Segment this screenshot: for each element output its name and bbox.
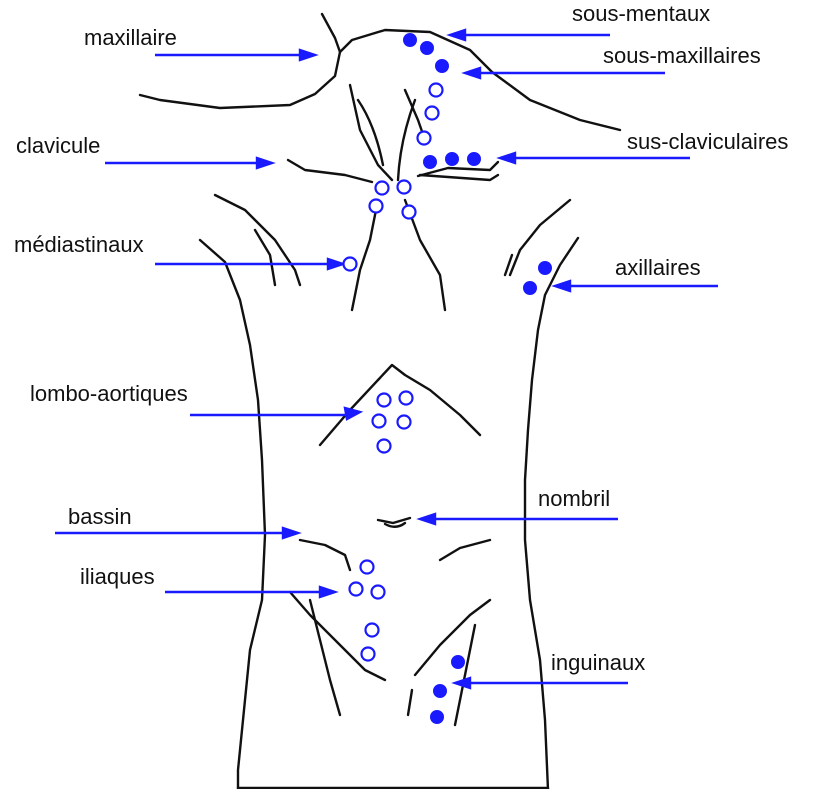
arrow-axillaires-head bbox=[555, 281, 570, 291]
label-clavicule: clavicule bbox=[16, 134, 100, 158]
node-sous-mentaux-1 bbox=[404, 34, 417, 47]
label-axillaires: axillaires bbox=[615, 256, 701, 280]
deep-nodes bbox=[344, 84, 443, 661]
label-iliaques: iliaques bbox=[80, 565, 155, 589]
right-iliac-crest bbox=[440, 540, 490, 560]
node-lombo-aortique-1 bbox=[378, 394, 391, 407]
left-iliac-crest bbox=[300, 540, 350, 570]
right-clavicle-underline bbox=[420, 175, 498, 180]
node-lombo-aortique-2 bbox=[400, 392, 413, 405]
node-cervical-3 bbox=[418, 132, 431, 145]
label-sous-maxillaires: sous-maxillaires bbox=[603, 44, 761, 68]
label-sus-claviculaires: sus-claviculaires bbox=[627, 130, 788, 154]
neck-line-left bbox=[350, 85, 392, 180]
node-sus-claviculaire-3 bbox=[468, 153, 481, 166]
left-torso-side bbox=[200, 240, 265, 789]
node-mediastinal-1 bbox=[376, 182, 389, 195]
node-sus-claviculaire-2 bbox=[446, 153, 459, 166]
node-axillaire-1 bbox=[539, 262, 552, 275]
arrow-sous-maxillaires-head bbox=[465, 68, 480, 78]
node-lombo-aortique-5 bbox=[378, 440, 391, 453]
node-sous-maxillaire-1 bbox=[436, 60, 449, 73]
node-iliaque-4 bbox=[366, 624, 379, 637]
arrow-nombril-head bbox=[420, 514, 435, 524]
node-sous-mentaux-2 bbox=[421, 42, 434, 55]
node-inguinal-2 bbox=[434, 685, 447, 698]
arrow-clavicule-head bbox=[257, 158, 272, 168]
pubic-tick bbox=[408, 690, 412, 715]
label-bassin: bassin bbox=[68, 505, 132, 529]
arrow-iliaques-head bbox=[320, 587, 335, 597]
node-inguinal-1 bbox=[452, 656, 465, 669]
node-cervical-1 bbox=[430, 84, 443, 97]
neck-muscle-right bbox=[398, 100, 415, 180]
label-lombo-aortiques: lombo-aortiques bbox=[30, 382, 188, 406]
node-iliaque-5 bbox=[362, 648, 375, 661]
node-inguinal-3 bbox=[431, 711, 444, 724]
label-nombril: nombril bbox=[538, 487, 610, 511]
node-iliaque-1 bbox=[361, 561, 374, 574]
right-thigh-inner bbox=[455, 625, 475, 725]
label-inguinaux: inguinaux bbox=[551, 651, 645, 675]
arrow-mediastinaux-head bbox=[328, 259, 343, 269]
node-lombo-aortique-3 bbox=[373, 415, 386, 428]
left-thigh-inner bbox=[310, 600, 340, 715]
node-mediastinal-4 bbox=[403, 206, 416, 219]
node-axillaire-2 bbox=[524, 282, 537, 295]
node-mediastinal-5 bbox=[344, 258, 357, 271]
arrow-inguinaux-head bbox=[455, 678, 470, 688]
node-cervical-2 bbox=[426, 107, 439, 120]
arrow-bassin-head bbox=[283, 528, 298, 538]
left-shoulder-line bbox=[140, 52, 340, 108]
right-torso-side bbox=[525, 238, 578, 789]
node-lombo-aortique-4 bbox=[398, 416, 411, 429]
left-clavicle bbox=[288, 160, 372, 182]
rib-arch bbox=[320, 365, 480, 445]
node-iliaque-2 bbox=[350, 583, 363, 596]
arrow-sus-claviculaires-head bbox=[500, 153, 515, 163]
arrow-maxillaire-head bbox=[300, 50, 315, 60]
node-mediastinal-3 bbox=[370, 200, 383, 213]
sternum-left bbox=[352, 200, 378, 310]
node-sus-claviculaire-1 bbox=[424, 156, 437, 169]
arrow-sous-mentaux-head bbox=[450, 30, 465, 40]
node-mediastinal-2 bbox=[398, 181, 411, 194]
arrow-lombo-aortiques-head bbox=[345, 408, 360, 419]
label-maxillaire: maxillaire bbox=[84, 26, 177, 50]
node-iliaque-3 bbox=[372, 586, 385, 599]
label-mediastinaux: médiastinaux bbox=[14, 233, 144, 257]
label-sous-mentaux: sous-mentaux bbox=[572, 2, 710, 26]
